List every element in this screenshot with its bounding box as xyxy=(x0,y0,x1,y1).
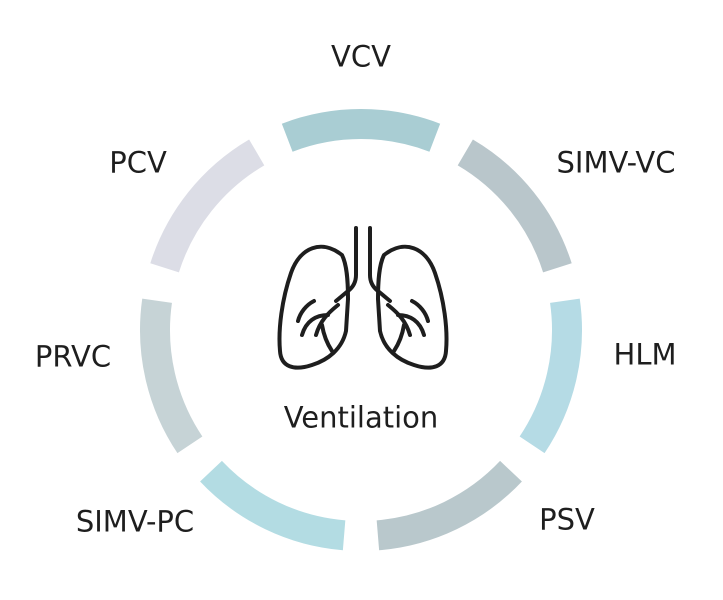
mode-label-vcv: VCV xyxy=(331,39,391,74)
mode-label-pcv: PCV xyxy=(109,145,167,180)
ring-segment-vcv xyxy=(281,109,441,152)
mode-label-simv-pc: SIMV-PC xyxy=(75,504,195,539)
mode-label-psv: PSV xyxy=(539,502,595,537)
mode-label-hlm: HLM xyxy=(613,337,677,372)
center-title: Ventilation xyxy=(283,400,439,435)
lungs-icon xyxy=(277,226,449,370)
ring-segment-hlm xyxy=(519,298,582,454)
ring-segment-pcv xyxy=(150,139,265,273)
ring-segment-simv-pc xyxy=(200,460,346,551)
ring-segment-prvc xyxy=(140,298,203,454)
mode-label-prvc: PRVC xyxy=(34,339,112,374)
ring-segment-psv xyxy=(376,460,522,551)
ring-segment-simv-vc xyxy=(457,139,572,273)
mode-label-simv-vc: SIMV-VC xyxy=(556,145,676,180)
